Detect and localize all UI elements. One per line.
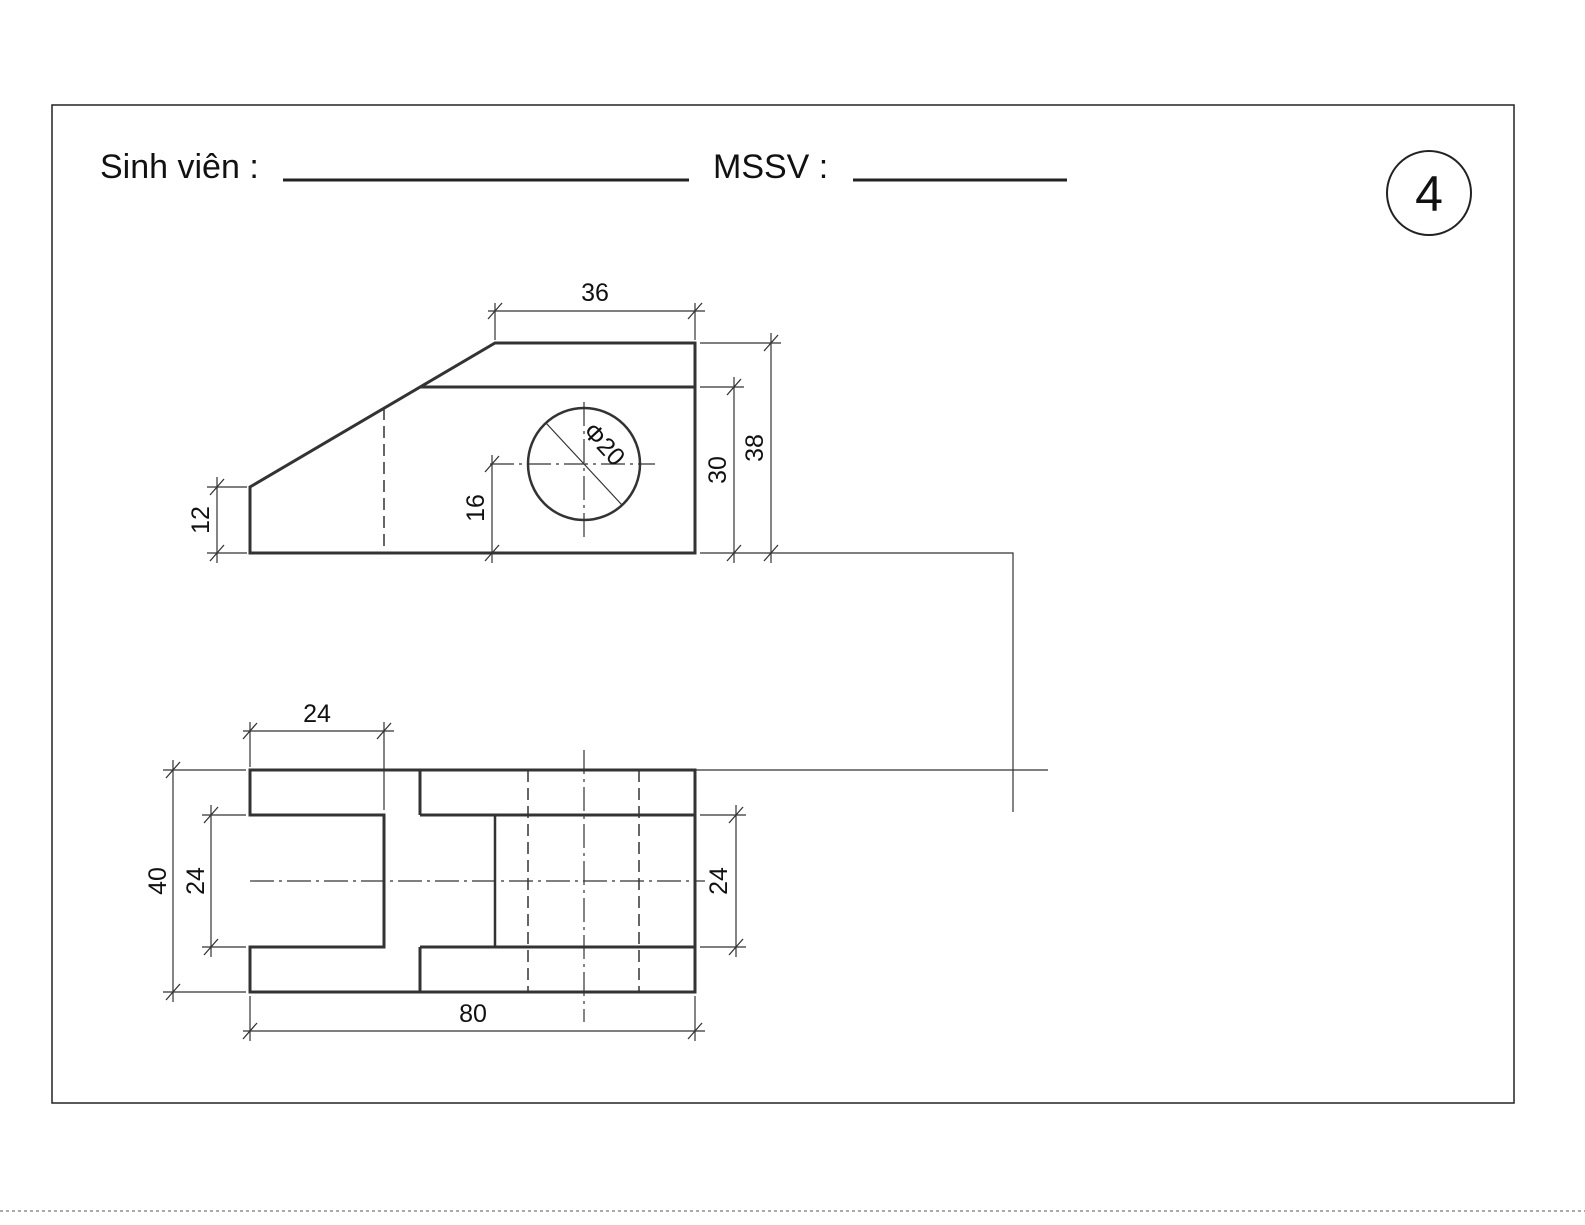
student-id-label: MSSV :: [713, 148, 828, 186]
dim-body-height: 30: [704, 456, 732, 484]
dim-slot-depth: 24: [182, 867, 210, 895]
student-name-label: Sinh viên :: [100, 148, 259, 186]
dim-left-height: 12: [187, 506, 215, 534]
sheet-frame: [51, 104, 1515, 1104]
dim-top-width: 36: [581, 279, 609, 307]
sheet-number: 4: [1415, 166, 1443, 222]
top-view: 24 40 24 24 80: [144, 700, 746, 1041]
sheet-number-circle: [1386, 150, 1472, 236]
dim-total-depth: 40: [144, 867, 172, 895]
dim-slot-width: 24: [303, 700, 331, 728]
dim-total-height: 38: [741, 434, 769, 462]
front-view: 36 38 30 16 12 Φ20: [187, 279, 781, 563]
dim-hole-center-height: 16: [462, 494, 490, 522]
dim-total-length: 80: [459, 1000, 487, 1028]
dim-right-depth: 24: [705, 867, 733, 895]
projection-lines: [695, 552, 1048, 812]
